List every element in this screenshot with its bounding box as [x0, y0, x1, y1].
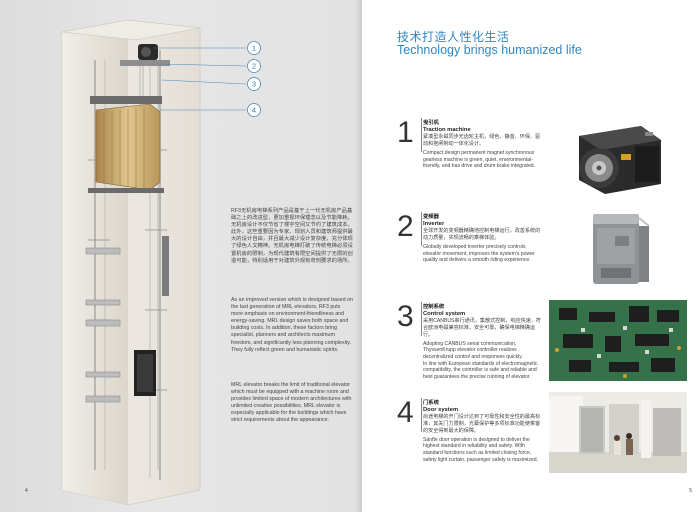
- feature-control-system: 3 控制系统 Control system 采用CANBUS串行通讯，集散式控制…: [397, 302, 545, 388]
- feature-desc-en-2: In line with European standards of elect…: [423, 360, 538, 381]
- feature-title-cn: 曳引机: [423, 120, 439, 126]
- feature-number: 2: [397, 210, 414, 243]
- callout-2: 2: [252, 62, 256, 71]
- feature-desc-cn: 采用CANBUS串行通讯，集散式控制，响应快速，符合欧洲电磁兼容标准，安全可靠，…: [423, 318, 542, 338]
- page-number-right: 5: [689, 488, 692, 494]
- intro-text-cn: RF3无机房电梯系列产品是基于上一代无机房产品基础之上的改进型，更加重视环保理念…: [231, 208, 353, 264]
- feature-desc-en: Compact design permanent magnet synchron…: [423, 149, 536, 170]
- feature-desc-en-1: Adopting CANBUS serial communication, Th…: [423, 340, 523, 360]
- feature-desc-cn: 全球开发的变频器精确地控制电梯运行，改善系统的动力质量，实现流畅的乘梯体验。: [423, 228, 541, 242]
- feature-traction-machine: 1 曳引机 Traction machine 紧凑型永磁同步无齿轮主机，绿色、静…: [397, 118, 545, 190]
- feature-desc-en: Globally developed inverter precisely co…: [423, 243, 535, 264]
- control-board-photo: [549, 300, 687, 381]
- callout-3: 3: [252, 80, 256, 89]
- feature-title-cn: 门系统: [423, 400, 439, 406]
- feature-title-en: Control system: [423, 310, 466, 317]
- feature-desc-cn: 尚途电梯的开门设计达到了可靠性和安全性的最高标准，其关门力限制，光幕保护等多项标…: [423, 414, 541, 434]
- mrl-text-en: MRL elevator breaks the limit of traditi…: [231, 382, 352, 424]
- feature-desc-cn: 紧凑型永磁同步无齿轮主机，绿色、静音、环保、驱动和抱闸制动一体化设计。: [423, 134, 541, 148]
- feature-number: 4: [397, 396, 414, 429]
- feature-desc-en: Sänfte door operation is designed to del…: [423, 436, 538, 463]
- section-title-cn: 技术打造人性化生活: [397, 30, 510, 44]
- divider: [421, 302, 422, 336]
- feature-title-en: Door system: [423, 406, 459, 413]
- feature-title-en: Inverter: [423, 220, 445, 227]
- feature-inverter: 2 变频器 Inverter 全球开发的变频器精确地控制电梯运行，改善系统的动力…: [397, 212, 545, 284]
- page-number-left: 4: [25, 488, 28, 494]
- feature-title-cn: 变频器: [423, 214, 439, 220]
- door-system-photo: [549, 392, 687, 473]
- traction-machine-photo: [549, 118, 687, 199]
- feature-number: 1: [397, 116, 414, 149]
- feature-door-system: 4 门系统 Door system 尚途电梯的开门设计达到了可靠性和安全性的最高…: [397, 398, 545, 484]
- callout-1: 1: [252, 44, 256, 53]
- divider: [421, 398, 422, 432]
- feature-number: 3: [397, 300, 414, 333]
- callout-4: 4: [252, 106, 256, 115]
- feature-title-cn: 控制系统: [423, 304, 445, 310]
- feature-title-en: Traction machine: [423, 126, 471, 133]
- divider: [421, 118, 422, 152]
- intro-text-en: As an improved version which is designed…: [231, 297, 353, 353]
- inverter-photo: [549, 208, 687, 289]
- elevator-shaft-illustration: 1 2 3 4: [61, 19, 261, 506]
- section-title-en: Technology brings humanized life: [397, 43, 582, 57]
- divider: [421, 212, 422, 246]
- left-page: 1 2 3 4 RF3无机房电梯系列产品是基于上一代无机房产品基础之上的改进型，…: [0, 0, 362, 512]
